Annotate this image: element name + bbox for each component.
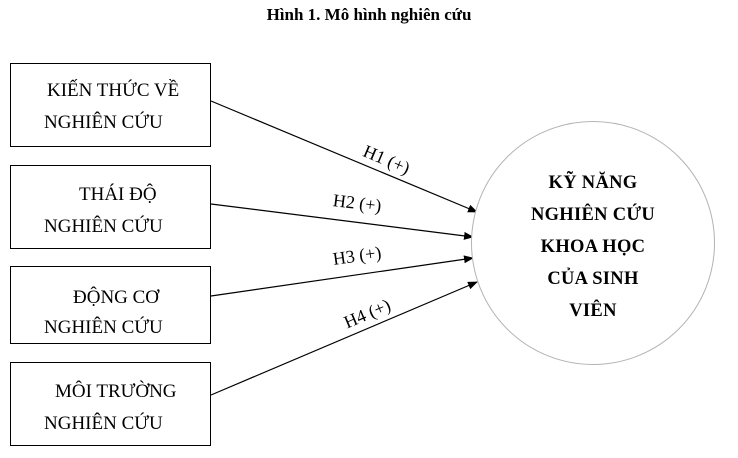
factor-label-line2: NGHIÊN CỨU [44,413,163,434]
outcome-label-line: KHOA HỌC [540,237,646,257]
factor-box-motivation: ĐỘNG CƠ NGHIÊN CỨU [10,266,211,344]
factor-label-line1: MÔI TRƯỜNG [55,381,177,402]
factor-label-line1: THÁI ĐỘ [79,184,157,205]
arrow-h3 [210,255,474,297]
factor-box-environment: MÔI TRƯỜNG NGHIÊN CỨU [10,362,211,446]
outcome-label-line: NGHIÊN CỨU [530,205,656,225]
arrow-h2 [210,203,474,240]
outcome-label-line: KỸ NĂNG [548,173,638,193]
factor-box-attitude: THÁI ĐỘ NGHIÊN CỨU [10,165,211,249]
figure-title: Hình 1. Mô hình nghiên cứu [266,5,472,24]
factor-label-line2: NGHIÊN CỨU [44,112,163,133]
factor-label-line1: KIẾN THỨC VỀ [47,80,180,101]
arrow-h4 [210,281,478,396]
factor-label-line1: ĐỘNG CƠ [73,287,160,308]
outcome-circle: KỸ NĂNG NGHIÊN CỨU KHOA HỌC CỦA SINH VIÊ… [471,121,715,365]
factor-box-knowledge: KIẾN THỨC VỀ NGHIÊN CỨU [10,63,211,147]
arrow-h1 [210,100,478,213]
factor-label-line2: NGHIÊN CỨU [44,317,163,338]
outcome-label-line: CỦA SINH [547,269,639,289]
factor-label-line2: NGHIÊN CỨU [44,216,163,237]
outcome-label-line: VIÊN [569,301,617,321]
